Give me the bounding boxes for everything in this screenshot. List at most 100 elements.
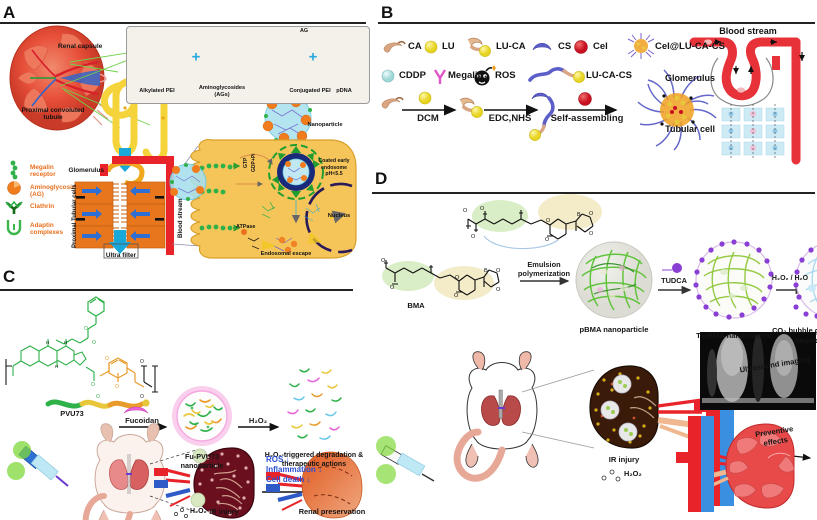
effect-ros: ROS ↓ <box>266 455 290 464</box>
legend-label-cddp: CDDP <box>399 70 426 81</box>
t-pbma-nanoparticle <box>693 239 774 320</box>
aminoglycoside-icon <box>7 181 21 195</box>
legend-label-ca: CA <box>408 41 422 52</box>
panel-c-letter: C <box>3 267 16 286</box>
synthesis-lu <box>418 91 432 105</box>
label-coated-endosome: Coated early endosome pH<5.5 <box>318 158 350 177</box>
synthesis-luca <box>459 97 483 118</box>
label-degradation: H₂O₂-triggered degradation & therapeutic… <box>264 452 364 468</box>
label-nanoparticle: Nanoparticle <box>307 122 343 128</box>
label-h2o2-d: H₂O₂ <box>624 469 642 478</box>
legend-label-luca: LU-CA <box>496 41 526 52</box>
panel-a: A <box>0 0 370 262</box>
label-ag-tag: AG <box>299 28 309 34</box>
label-pvu73: PVU73 <box>60 409 84 418</box>
label-glomerulus-a: Glomerulus <box>68 167 104 174</box>
label-pdna: pDNA <box>336 88 352 94</box>
arrow-label-h2o2-d: H₂O₂ / H₂O <box>771 275 809 282</box>
fu-pvu73-nanoparticle <box>172 386 232 446</box>
syringe-d <box>376 436 435 484</box>
label-gdp: GDP+Pi <box>251 153 257 172</box>
svg-text:O: O <box>84 326 88 332</box>
vessel-columns <box>694 354 734 506</box>
svg-text:O: O <box>91 382 95 388</box>
synthesis-cel <box>578 92 592 106</box>
ir-injury-kidney-d <box>589 365 703 449</box>
panel-d-rule <box>372 192 815 194</box>
mouse-illustration-d <box>453 351 539 482</box>
plus-sign-1: + <box>191 48 201 66</box>
legend-icon-cel <box>574 40 588 54</box>
label-atpase: ATPase <box>236 224 256 230</box>
legend-label-adaptin: Adaptin complexes <box>30 222 64 237</box>
tudca-icon <box>662 263 682 273</box>
legend-label-clathrin: Clathrin <box>30 203 55 210</box>
legend-icon-megalin <box>433 69 447 84</box>
label-endosomal-escape: Endosomal escape <box>260 251 312 257</box>
svg-text:O: O <box>381 258 386 264</box>
legend-label-cel-luca-cs: Cel@LU-CA-CS <box>655 41 725 52</box>
label-aminoglycosides: Aminoglycosides (AGs) <box>198 85 246 98</box>
label-conjugated-pei: Conjugated PEI <box>289 88 331 94</box>
svg-text:O: O <box>105 356 109 362</box>
svg-text:H: H <box>55 364 58 369</box>
arrow-label-fucoidan: Fucoidan <box>125 416 159 425</box>
legend-icon-luca <box>467 37 491 57</box>
h2o2-dots-d <box>601 469 621 482</box>
svg-text:O: O <box>480 206 484 212</box>
legend-label-cs: CS <box>558 41 572 52</box>
panel-d: D <box>372 168 817 520</box>
svg-text:O: O <box>471 234 475 240</box>
svg-text:O: O <box>589 231 593 237</box>
legend-icon-micelle <box>627 33 655 59</box>
label-ultra-filter: Ultra filter <box>105 252 137 259</box>
panel-b-letter: B <box>381 3 394 22</box>
panel-c-rule <box>0 289 353 291</box>
legend-label-aminoglycosides: Aminoglycosides (AG) <box>30 184 83 199</box>
label-blood-stream-b: Blood stream <box>719 26 777 36</box>
effects-list: ROS ↓ Inflammation ↓ Cell death ↓ <box>266 455 322 485</box>
svg-text:B: B <box>484 268 488 274</box>
pvu73-ribbon <box>45 399 150 409</box>
syringe-icon <box>7 441 69 487</box>
legend-label-megalin: Megalin receptor <box>30 164 56 179</box>
label-renal-preservation: Renal preservation <box>298 507 366 516</box>
degradation-fragments <box>287 368 342 440</box>
svg-text:O: O <box>463 208 467 214</box>
svg-text:B: B <box>577 212 581 218</box>
legend-icon-lucacs <box>528 67 585 83</box>
svg-text:H: H <box>46 340 49 345</box>
panel-a-rule <box>0 22 366 24</box>
arrow-label-emulsion: Emulsion polymerization <box>517 260 571 279</box>
synthesis-ca-1 <box>381 96 404 109</box>
panel-b: B <box>378 0 817 165</box>
pbma-nanoparticle <box>575 241 653 319</box>
label-tubular-cell-b: Tubular cell <box>665 124 715 134</box>
legend-label-lucacs: LU-CA-CS <box>586 70 632 81</box>
h2o2-dots <box>174 508 188 518</box>
label-renal-capsule: Renal capsule <box>58 43 103 50</box>
label-gtp: GTP <box>243 157 249 168</box>
effect-cell-death: Cell death ↓ <box>266 474 311 484</box>
label-glomerulus-b: Glomerulus <box>664 73 715 83</box>
label-preventive-effects: Preventive effects <box>754 424 794 448</box>
label-ultrasound-imaging: Ultrasound imaging <box>739 354 811 375</box>
svg-text:O: O <box>454 293 459 299</box>
label-h2o2-c: H₂O₂ <box>190 508 207 515</box>
megalin-receptor-icon <box>10 160 18 180</box>
label-fu-pvu73-np: Fu-PVU73 nanoparticle <box>180 452 224 470</box>
plus-sign-2: + <box>308 48 318 66</box>
svg-text:O: O <box>96 394 100 400</box>
label-bma: BMA <box>407 301 425 310</box>
arrow-label-dcm: DCM <box>417 113 439 124</box>
panel-a-letter: A <box>3 3 16 22</box>
label-t-pbma-np: T-pBMA nanoparticle <box>696 331 772 340</box>
label-proximal-tubular-cells: Proximal Tubular cells <box>72 184 78 248</box>
label-ir-injury-d: IR injury <box>608 455 640 464</box>
label-ir-injury-c: IR injury <box>209 507 239 516</box>
legend-icon-lu <box>424 40 438 54</box>
legend-label-ros: ROS <box>495 70 516 81</box>
